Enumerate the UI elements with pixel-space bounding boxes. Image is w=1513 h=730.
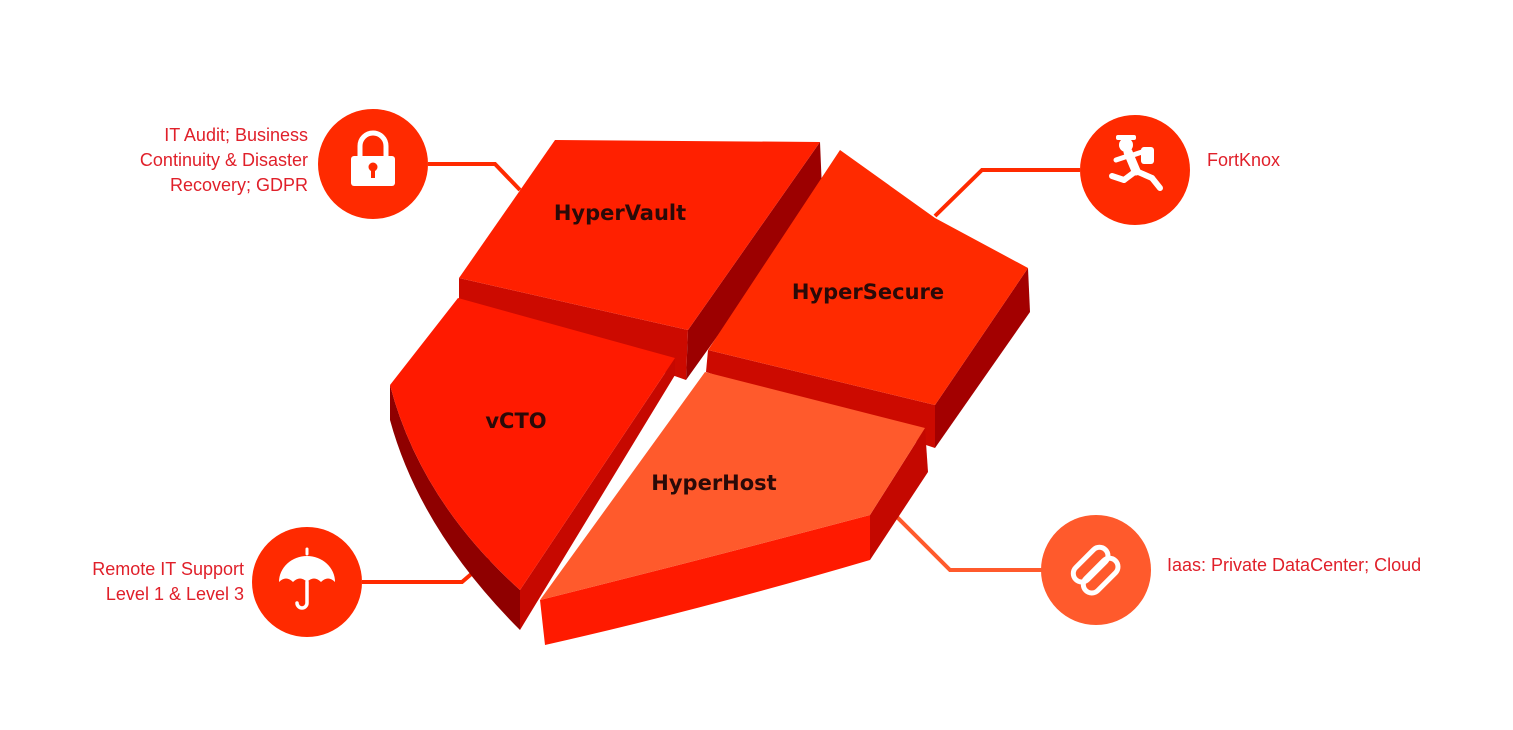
caption-runner-line-1: FortKnox (1207, 150, 1281, 170)
caption-lock-line-1: IT Audit; Business (164, 125, 308, 145)
segment-label-hypersecure: HyperSecure (792, 280, 944, 304)
caption-lock-line-3: Recovery; GDPR (169, 175, 308, 195)
callout-link-badge[interactable] (1041, 515, 1151, 625)
callout-lock-badge[interactable] (318, 109, 428, 219)
connector-lock (428, 162, 522, 192)
caption-link-line-1: Iaas: Private DataCenter; Cloud (1167, 555, 1422, 575)
segment-label-hyperhost: HyperHost (651, 471, 776, 495)
callout-runner-badge[interactable] (1080, 115, 1190, 225)
chain-link-icon (1070, 544, 1121, 596)
segment-label-hypervault: HyperVault (554, 201, 686, 225)
segment-vcto[interactable]: vCTO (390, 298, 675, 630)
segment-label-vcto: vCTO (485, 409, 546, 433)
caption-umbrella-line-2: Level 1 & Level 3 (105, 584, 244, 604)
connector-runner (933, 168, 1080, 218)
umbrella-icon (279, 547, 335, 610)
caption-umbrella: Remote IT Support Level 1 & Level 3 (40, 557, 244, 607)
running-thief-icon (1109, 135, 1163, 191)
segment-hypersecure[interactable]: HyperSecure (706, 150, 1030, 448)
caption-lock: IT Audit; Business Continuity & Disaster… (80, 123, 308, 198)
caption-umbrella-line-1: Remote IT Support (92, 559, 244, 579)
caption-runner: FortKnox (1207, 148, 1280, 173)
connector-link (878, 498, 1042, 572)
caption-link: Iaas: Private DataCenter; Cloud (1167, 553, 1421, 578)
lock-icon (351, 130, 395, 186)
caption-lock-line-2: Continuity & Disaster (139, 150, 308, 170)
callout-umbrella-badge[interactable] (252, 527, 362, 637)
segment-hyperhost[interactable]: HyperHost (540, 372, 928, 645)
